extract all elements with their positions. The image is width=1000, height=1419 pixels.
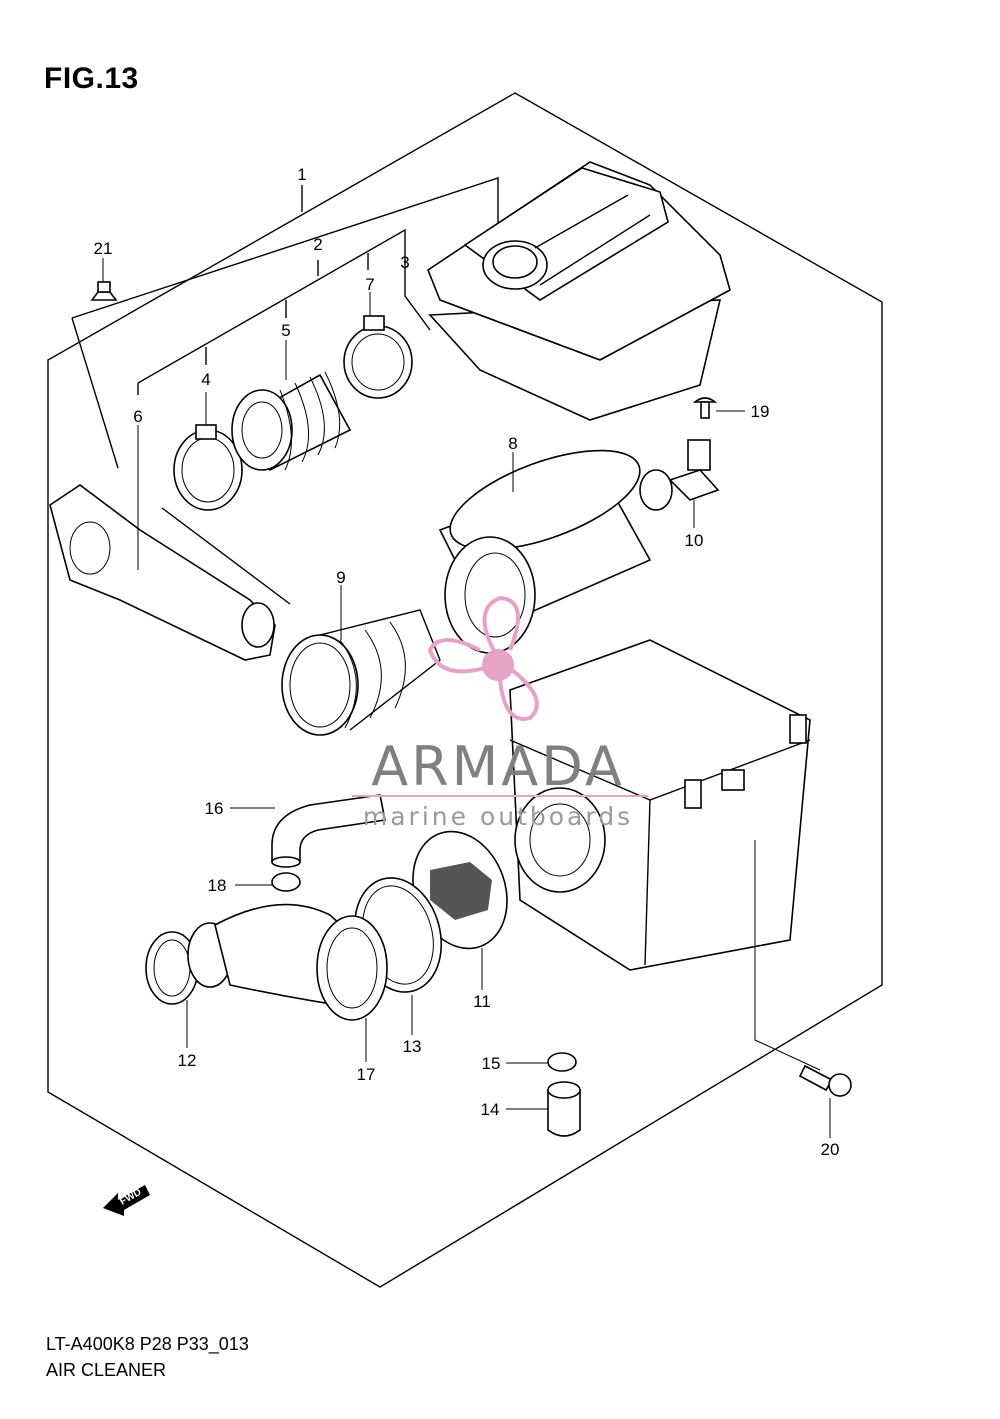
- callout-9: 9: [336, 568, 345, 587]
- callout-19: 19: [751, 402, 770, 421]
- hose-16: [271, 794, 386, 868]
- drain-cap-14: [547, 1081, 581, 1137]
- screw-19: [692, 397, 718, 419]
- figure-name: AIR CLEANER: [46, 1360, 167, 1380]
- fwd-arrow-icon: FWD: [103, 1185, 150, 1216]
- propeller-logo-icon: [427, 595, 539, 721]
- callout-1: 1: [297, 165, 306, 184]
- filter-cage-9: [281, 609, 441, 736]
- callout-8: 8: [508, 434, 517, 453]
- callout-16: 16: [205, 799, 224, 818]
- callout-12: 12: [178, 1051, 197, 1070]
- filter-element-8: [438, 449, 652, 654]
- outlet-tube-17: [187, 903, 388, 1021]
- air-cleaner-cap: [427, 161, 731, 421]
- callout-20: 20: [821, 1140, 840, 1159]
- callout-21: 21: [94, 239, 113, 258]
- callout-4: 4: [201, 370, 210, 389]
- assembly-brackets: [71, 177, 499, 605]
- callout-3: 3: [400, 253, 409, 272]
- figure-code: LT-A400K8 P28 P33_013: [46, 1334, 249, 1354]
- watermark-brand: ARMADA: [371, 735, 625, 798]
- callout-15: 15: [482, 1054, 501, 1073]
- callout-10: 10: [685, 531, 704, 550]
- clip-15: [547, 1052, 577, 1072]
- figure-title: FIG.13: [44, 62, 139, 95]
- hose-5: [231, 371, 352, 472]
- callout-7: 7: [365, 275, 374, 294]
- callout-13: 13: [403, 1037, 422, 1056]
- callout-2: 2: [313, 235, 322, 254]
- callout-6: 6: [133, 407, 142, 426]
- callout-5: 5: [281, 321, 290, 340]
- clip-21: [90, 281, 118, 301]
- callout-18: 18: [208, 876, 227, 895]
- callout-14: 14: [481, 1100, 500, 1119]
- clamp-7: [343, 315, 413, 399]
- callout-17: 17: [357, 1065, 376, 1084]
- leader-lines: [102, 258, 831, 1138]
- callout-11: 11: [473, 992, 491, 1011]
- intake-duct-6: [49, 484, 276, 661]
- clip-18: [271, 872, 301, 892]
- wing-bolt-10: [639, 439, 720, 511]
- callout-labels: 1 2 3 4 5 6 7 8 9 10 11 12 13 14 15 16 1…: [94, 165, 840, 1159]
- clamp-4: [173, 424, 243, 511]
- watermark-tagline: marine outboards: [363, 802, 633, 831]
- assembly-boundary: [47, 92, 883, 1288]
- air-cleaner-case: [509, 639, 821, 1071]
- armada-watermark: ARMADA marine outboards: [352, 595, 648, 831]
- bolt-20: [798, 1064, 852, 1097]
